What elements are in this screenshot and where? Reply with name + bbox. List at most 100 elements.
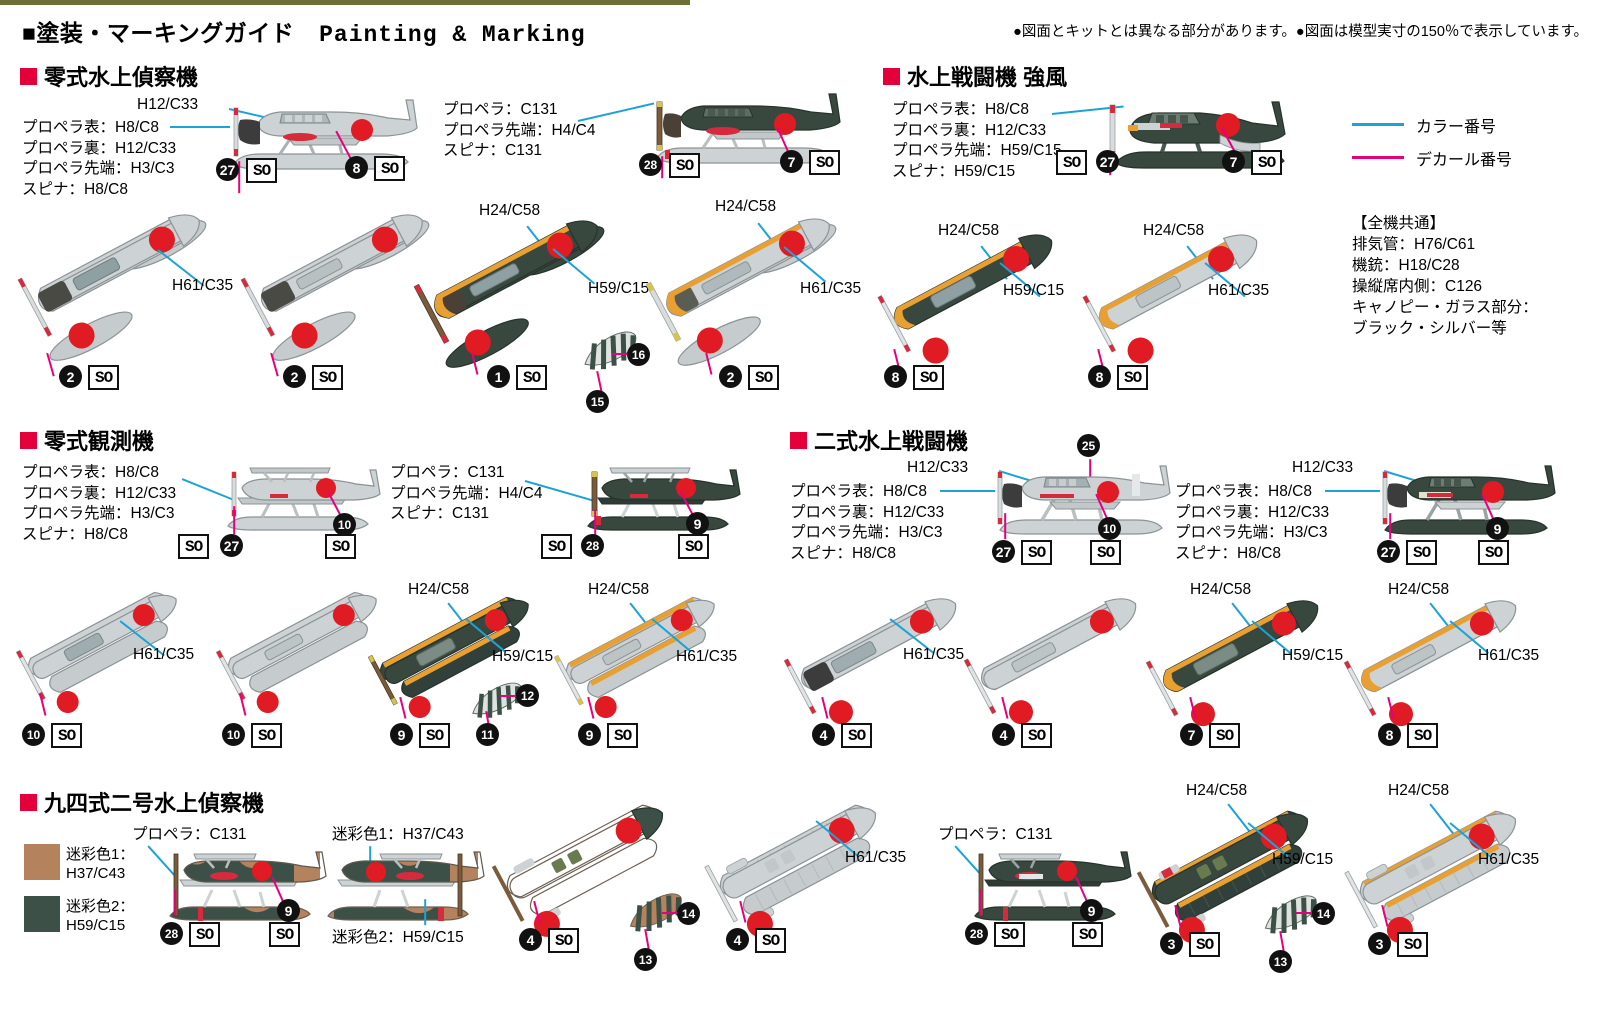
so-text: SO bbox=[920, 368, 938, 387]
s4-plan3-so: SO bbox=[1209, 723, 1241, 748]
section-title-5: 九四式二号水上偵察機 bbox=[20, 786, 264, 818]
s4-plan2-mark: 4 bbox=[992, 723, 1015, 746]
camo1-label-1: H37/C43 bbox=[66, 865, 126, 882]
so-text: SO bbox=[1028, 726, 1046, 745]
s3-side-b-spec: プロペラ：C131 プロペラ先端：H4/C4 スピナ：C131 bbox=[390, 463, 542, 525]
so-text: SO bbox=[319, 368, 337, 387]
s5-plan-green-mark: 3 bbox=[1160, 932, 1183, 955]
s4-side-view-b bbox=[1375, 452, 1556, 552]
so-text: SO bbox=[58, 726, 76, 745]
so-text: SO bbox=[185, 537, 203, 556]
section-marker-icon bbox=[883, 67, 900, 85]
camo1-label: 迷彩色1： H37/C43 bbox=[66, 845, 134, 883]
s4-plan-view-1 bbox=[783, 578, 988, 743]
s4a-spec-1: プロペラ裏：H12/C33 bbox=[790, 503, 945, 521]
s3-plan4-mark: 9 bbox=[578, 723, 601, 746]
s5b-cam1-label: 迷彩色1：H37/C43 bbox=[332, 826, 464, 843]
s1-plan3-label-top: H24/C58 bbox=[479, 202, 541, 219]
s1-plan2-mark: 2 bbox=[283, 365, 306, 388]
s5-plan-gray-label: H61/C35 bbox=[845, 849, 907, 866]
s4a-spec-3: スピナ：H8/C8 bbox=[790, 544, 896, 562]
s4b-spec-3: スピナ：H8/C8 bbox=[1175, 544, 1281, 562]
so-text: SO bbox=[548, 537, 566, 556]
s1a-mark-27: 27 bbox=[216, 158, 239, 181]
page-title-jp: ■塗装・マーキングガイド bbox=[22, 20, 295, 46]
s3b-so-box-1: SO bbox=[541, 534, 573, 559]
so-text: SO bbox=[755, 368, 773, 387]
s3b-so-box-2: SO bbox=[678, 534, 710, 559]
section-title-1-text: 零式水上偵察機 bbox=[44, 65, 199, 90]
legend-decal-line bbox=[1352, 156, 1404, 159]
s4b-spec-2: プロペラ先端：H3/C3 bbox=[1175, 524, 1328, 541]
s3a-mark-10: 10 bbox=[333, 513, 356, 536]
s4b-spec-1: プロペラ裏：H12/C33 bbox=[1175, 503, 1330, 521]
camo2-label: 迷彩色2： H59/C15 bbox=[66, 897, 134, 935]
so-text: SO bbox=[685, 537, 703, 556]
s1-plan1-mark: 2 bbox=[59, 365, 82, 388]
s1-plan4-so: SO bbox=[748, 365, 780, 390]
s4-plan1-so: SO bbox=[841, 723, 873, 748]
s4-side-a-spec: プロペラ表：H8/C8 プロペラ裏：H12/C33 プロペラ先端：H3/C3 ス… bbox=[790, 482, 944, 564]
s1-plan1-label: H61/C35 bbox=[172, 277, 234, 294]
s4b-spec-0: プロペラ表：H8/C8 bbox=[1175, 483, 1312, 500]
s5-plan-green-label-top: H24/C58 bbox=[1186, 782, 1248, 799]
s4-mark-25: 25 bbox=[1077, 434, 1100, 457]
section-title-3: 零式観測機 bbox=[20, 424, 154, 456]
s2-plan2-label-top: H24/C58 bbox=[1143, 222, 1205, 239]
legend-color-label: カラー番号 bbox=[1416, 119, 1497, 136]
s3b-spec-1: プロペラ先端：H4/C4 bbox=[390, 484, 543, 502]
s3-mark-11: 11 bbox=[476, 723, 499, 746]
so-text: SO bbox=[762, 931, 780, 950]
s1b-spec-1: プロペラ先端：H4/C4 bbox=[443, 121, 596, 139]
s5a-so-box-2: SO bbox=[269, 922, 301, 947]
so-text: SO bbox=[95, 368, 113, 387]
s3-mark12-leader bbox=[500, 695, 518, 698]
s4b-so-box-2: SO bbox=[1478, 540, 1510, 565]
s1a-prop-leader bbox=[170, 126, 230, 129]
s4b-cowl-label: H12/C33 bbox=[1292, 459, 1354, 476]
s4a-mark-10: 10 bbox=[1098, 517, 1121, 540]
common-line-3: キャノピー・ガラス部分： bbox=[1352, 299, 1538, 316]
s3b-mark28-leader bbox=[593, 509, 597, 538]
s4-plan3-label-top: H24/C58 bbox=[1190, 581, 1252, 598]
s4-plan3-label-bot: H59/C15 bbox=[1282, 647, 1344, 664]
s5-plan-gray2-label-top: H24/C58 bbox=[1388, 782, 1450, 799]
camo2-label-1: H59/C15 bbox=[66, 917, 126, 934]
s3-mark-12: 12 bbox=[516, 684, 539, 707]
s3a-spec-0: プロペラ表：H8/C8 bbox=[22, 464, 159, 481]
s5-plan-gray2-mark: 3 bbox=[1368, 932, 1391, 955]
s4b-mark27-leader bbox=[1388, 513, 1392, 540]
s2-spec-1: プロペラ裏：H12/C33 bbox=[892, 121, 1047, 139]
so-text: SO bbox=[1485, 543, 1503, 562]
s3-plan2-so: SO bbox=[251, 723, 283, 748]
s5-plan-green-label-bot: H59/C15 bbox=[1272, 851, 1334, 868]
s2-plan2-label-bot: H61/C35 bbox=[1208, 282, 1270, 299]
s5-mark-14: 14 bbox=[677, 902, 700, 925]
s5-side-view-a bbox=[160, 838, 327, 938]
s3-plan3-so: SO bbox=[419, 723, 451, 748]
s4-plan2-so: SO bbox=[1021, 723, 1053, 748]
s5b-cam2-label: 迷彩色2：H59/C15 bbox=[332, 929, 464, 946]
common-line-2: 操縦席内側：C126 bbox=[1352, 278, 1483, 295]
s4b-so-box-1: SO bbox=[1406, 540, 1438, 565]
so-text: SO bbox=[332, 537, 350, 556]
s3b-spec-0: プロペラ：C131 bbox=[390, 464, 505, 481]
so-text: SO bbox=[426, 726, 444, 745]
so-text: SO bbox=[1001, 925, 1019, 944]
s5a-mark28-leader bbox=[173, 889, 177, 916]
s4-plan4-label-top: H24/C58 bbox=[1388, 581, 1450, 598]
camo1-label-0: 迷彩色1： bbox=[66, 846, 135, 863]
so-text: SO bbox=[816, 153, 834, 172]
s5c-mark28-leader bbox=[978, 889, 982, 916]
section-marker-icon bbox=[20, 793, 37, 811]
so-text: SO bbox=[848, 726, 866, 745]
legend-color-line bbox=[1352, 123, 1404, 126]
section-title-3-text: 零式観測機 bbox=[44, 429, 155, 454]
so-text: SO bbox=[1124, 368, 1142, 387]
s1a-spec-3: スピナ：H8/C8 bbox=[22, 180, 128, 198]
section-title-1: 零式水上偵察機 bbox=[20, 60, 198, 92]
s4-plan-view-3 bbox=[1145, 580, 1350, 745]
s4a-so-box-1: SO bbox=[1021, 540, 1053, 565]
so-text: SO bbox=[258, 726, 276, 745]
s4a-spec-2: プロペラ先端：H3/C3 bbox=[790, 524, 943, 541]
